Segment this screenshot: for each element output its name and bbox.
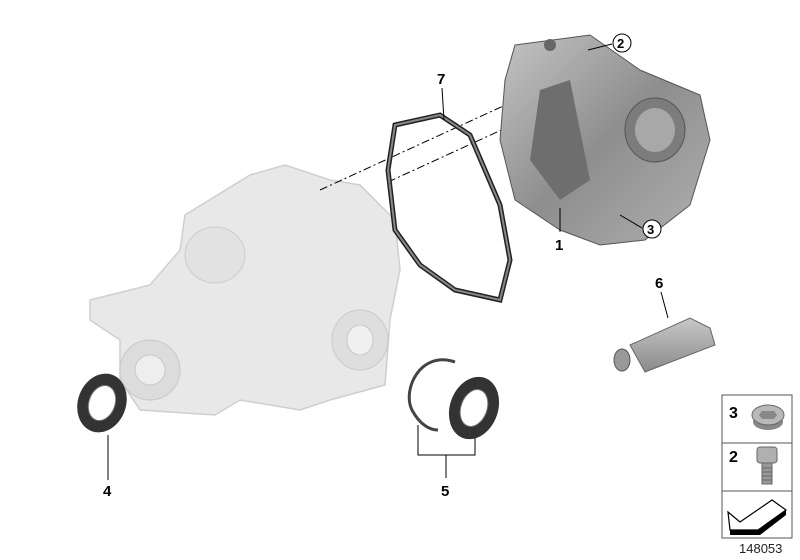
callout-2: 2 — [617, 36, 624, 51]
legend-label-3: 3 — [729, 405, 738, 422]
callout-2-circle — [612, 33, 632, 53]
legend-box: 3 2 — [721, 394, 793, 539]
circlip-and-seal — [407, 358, 500, 440]
gasket — [385, 112, 513, 303]
callout-3-circle — [642, 219, 662, 239]
plug-screw-icon — [751, 404, 785, 430]
hex-bolt-icon — [756, 446, 778, 485]
callout-4: 4 — [103, 483, 112, 500]
callout-7: 7 — [437, 71, 445, 88]
arrow-icon — [727, 499, 788, 535]
callout-5: 5 — [441, 483, 449, 500]
rear-cover — [499, 34, 711, 246]
legend-label-2: 2 — [729, 449, 738, 466]
callout-1: 1 — [555, 237, 563, 254]
shaft-seal-left — [77, 373, 127, 433]
differential-housing — [89, 164, 401, 416]
callout-3: 3 — [647, 222, 654, 237]
leader-lines — [107, 43, 669, 480]
diagram-number: 148053 — [739, 541, 782, 556]
sealant-tube — [613, 317, 716, 373]
callout-6: 6 — [655, 275, 663, 292]
